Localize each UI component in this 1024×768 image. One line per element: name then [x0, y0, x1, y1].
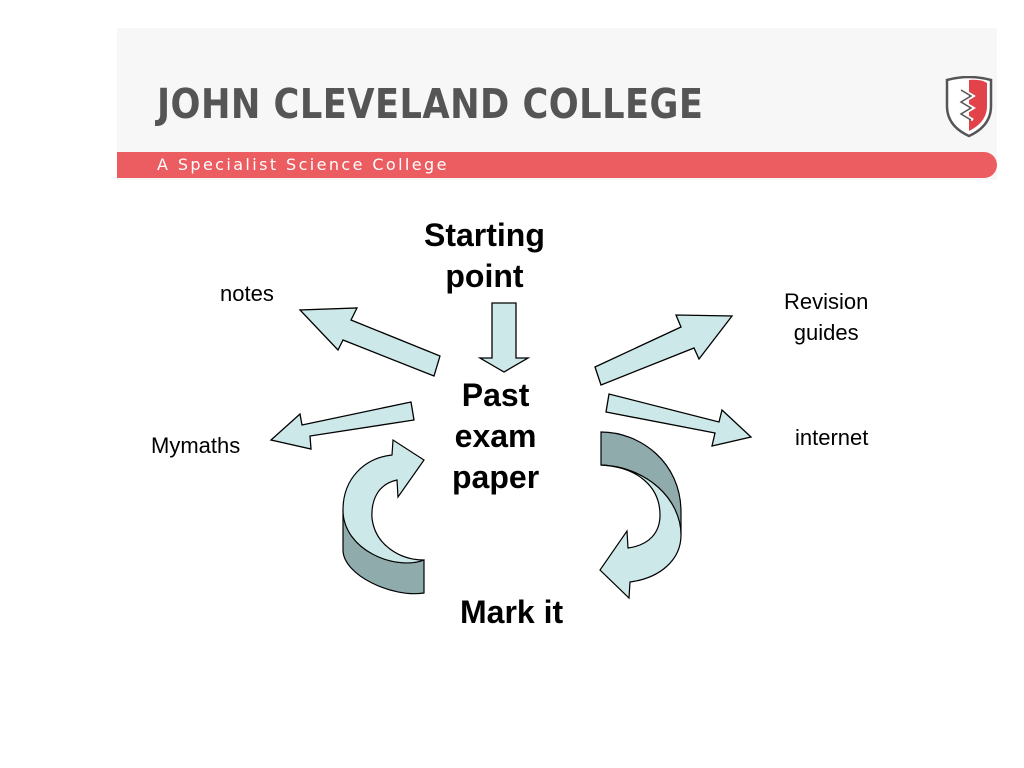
down-arrow [477, 302, 531, 373]
tagline: A Specialist Science College [157, 155, 449, 174]
arrow-to-notes [298, 307, 441, 377]
center-line-2: exam [454, 418, 537, 454]
revision-guides-label: Revision guides [784, 286, 868, 348]
curved-arrow-right [599, 431, 682, 600]
center-line-1: Past [461, 377, 530, 413]
arrow-to-revision-guides [594, 314, 734, 386]
starting-point-line-1: Starting [424, 217, 545, 253]
center-label: Past exam paper [452, 375, 539, 498]
college-name: JOHN CLEVELAND COLLEGE [157, 80, 704, 128]
arrow-to-mymaths [269, 401, 415, 450]
notes-label: notes [220, 281, 274, 306]
curved-arrow-left [342, 438, 425, 595]
tagline-bar: A Specialist Science College [117, 152, 997, 178]
mymaths-label: Mymaths [151, 433, 241, 458]
center-line-3: paper [452, 459, 540, 495]
mark-it-label: Mark it [460, 594, 564, 630]
arrow-to-internet [605, 393, 753, 447]
starting-point-label: Starting point [424, 215, 545, 297]
starting-point-line-2: point [445, 258, 524, 294]
college-header: JOHN CLEVELAND COLLEGE A Specialist Scie… [117, 28, 997, 180]
revision-guides-line-1: Revision [784, 289, 869, 314]
internet-label: internet [795, 425, 869, 450]
shield-logo-icon [945, 76, 993, 138]
revision-guides-line-2: guides [793, 320, 859, 345]
